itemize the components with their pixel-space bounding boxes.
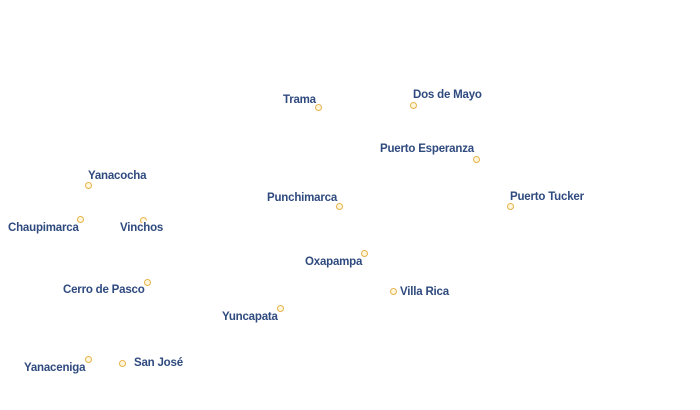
place-label: Oxapampa [305, 256, 363, 268]
place-label: Trama [283, 94, 316, 106]
place-label: Punchimarca [267, 192, 338, 204]
place-marker-icon[interactable] [139, 216, 147, 224]
place-label: Vinchos [120, 222, 164, 234]
place-marker-icon[interactable] [76, 215, 84, 223]
place-marker-icon[interactable] [506, 202, 514, 210]
place-marker-icon[interactable] [472, 155, 480, 163]
place-marker-icon[interactable] [118, 359, 126, 367]
place-label: San José [134, 357, 183, 369]
place-label: Yanacocha [88, 170, 147, 182]
place-marker-icon[interactable] [84, 355, 92, 363]
place-label: Puerto Tucker [510, 191, 584, 203]
place-label: Yanaceniga [24, 362, 86, 374]
place-marker-icon[interactable] [360, 249, 368, 257]
place-label: Chaupimarca [8, 222, 79, 234]
place-label: Puerto Esperanza [380, 143, 474, 155]
place-marker-icon[interactable] [389, 287, 397, 295]
place-label: Villa Rica [400, 286, 449, 298]
place-marker-icon[interactable] [276, 304, 284, 312]
place-marker-icon[interactable] [335, 202, 343, 210]
place-label: Yuncapata [222, 311, 278, 323]
place-marker-icon[interactable] [84, 181, 92, 189]
place-label: Dos de Mayo [413, 89, 482, 101]
place-marker-icon[interactable] [409, 101, 417, 109]
place-marker-icon[interactable] [143, 278, 151, 286]
place-label: Cerro de Pasco [63, 284, 145, 296]
place-marker-icon[interactable] [314, 103, 322, 111]
